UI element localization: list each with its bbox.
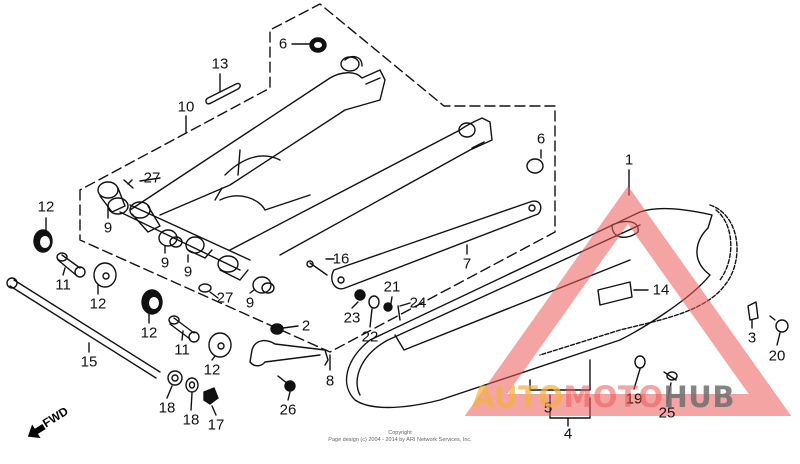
callout-6[interactable]: 6 xyxy=(536,130,546,148)
swingarm-right-arm xyxy=(229,117,493,256)
callout-19[interactable]: 19 xyxy=(625,390,643,408)
arrow-left-icon xyxy=(27,423,46,439)
drive-chain xyxy=(539,204,738,356)
callout-12[interactable]: 12 xyxy=(37,198,55,216)
callout-20[interactable]: 20 xyxy=(768,347,786,365)
part-1-chain-case xyxy=(345,207,713,409)
callout-26[interactable]: 26 xyxy=(279,401,297,419)
callout-24[interactable]: 24 xyxy=(409,294,427,312)
pivot-tube xyxy=(119,204,251,271)
swingarm-left-arm xyxy=(129,69,386,216)
callout-18[interactable]: 18 xyxy=(158,399,176,417)
callout-8[interactable]: 8 xyxy=(325,372,335,390)
watermark-auto: AUTO xyxy=(472,380,564,414)
part-7-chain-stay xyxy=(331,200,542,290)
callout-7[interactable]: 7 xyxy=(462,255,472,273)
callout-12[interactable]: 12 xyxy=(89,295,107,313)
callout-17[interactable]: 17 xyxy=(207,416,225,434)
callout-11[interactable]: 11 xyxy=(55,276,71,294)
assembly-boundary xyxy=(79,3,556,353)
copyright-title: Copyright xyxy=(388,430,412,436)
callout-1[interactable]: 1 xyxy=(624,151,634,169)
callout-9[interactable]: 9 xyxy=(160,254,170,272)
swingarm-crossmember xyxy=(219,155,311,211)
callout-12[interactable]: 12 xyxy=(140,324,158,342)
callout-9[interactable]: 9 xyxy=(183,263,193,281)
part-15-pivot-bolt xyxy=(9,279,161,379)
callout-16[interactable]: 16 xyxy=(332,250,350,268)
callout-2[interactable]: 2 xyxy=(301,317,311,335)
watermark-brand: AUTOMOTOHUB xyxy=(472,383,735,412)
callout-27[interactable]: 27 xyxy=(143,169,161,187)
callout-3[interactable]: 3 xyxy=(747,329,757,347)
callout-11[interactable]: 11 xyxy=(174,341,190,359)
forward-direction-indicator: FWD xyxy=(22,395,89,452)
callout-27[interactable]: 27 xyxy=(216,289,234,307)
callout-14[interactable]: 14 xyxy=(652,281,670,299)
callout-15[interactable]: 15 xyxy=(80,353,98,371)
watermark-moto: MOTO xyxy=(563,380,664,414)
copyright-notice: Copyright Page design (c) 2004 - 2014 by… xyxy=(328,430,471,444)
callout-18[interactable]: 18 xyxy=(182,411,200,429)
callout-22[interactable]: 22 xyxy=(361,328,379,346)
callout-5[interactable]: 5 xyxy=(543,399,553,417)
callout-13[interactable]: 13 xyxy=(211,55,229,73)
watermark-logo xyxy=(464,185,792,416)
copyright-text: Page design (c) 2004 - 2014 by ARI Netwo… xyxy=(328,437,472,443)
callout-12[interactable]: 12 xyxy=(203,361,221,379)
part-13-pin xyxy=(205,82,241,105)
part-8-bracket xyxy=(249,339,329,367)
callout-9[interactable]: 9 xyxy=(103,219,113,237)
callout-4[interactable]: 4 xyxy=(563,425,573,443)
watermark-hub: HUB xyxy=(663,380,735,414)
callout-6[interactable]: 6 xyxy=(278,35,288,53)
callout-21[interactable]: 21 xyxy=(383,278,401,296)
callout-10[interactable]: 10 xyxy=(177,98,195,116)
callout-25[interactable]: 25 xyxy=(658,404,676,422)
callout-23[interactable]: 23 xyxy=(343,309,361,327)
callout-9[interactable]: 9 xyxy=(245,294,255,312)
